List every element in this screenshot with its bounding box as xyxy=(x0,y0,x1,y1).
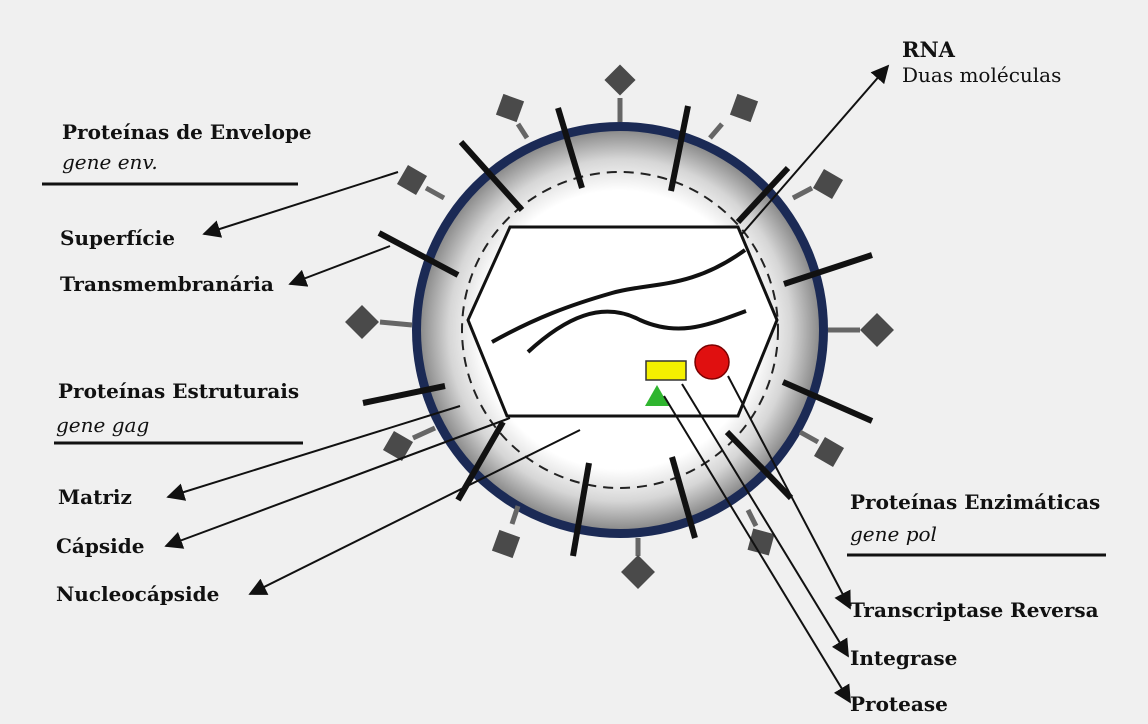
transcriptase-icon xyxy=(695,345,729,379)
integrase-icon xyxy=(646,361,686,380)
glycoprotein-icon xyxy=(345,305,412,339)
envelope-gene: gene env. xyxy=(62,150,158,174)
label-superficie: Superfície xyxy=(60,226,175,250)
glycoprotein-icon xyxy=(492,506,520,558)
glycoprotein-icon xyxy=(621,538,655,589)
glycoprotein-icon xyxy=(800,432,844,467)
label-transmembranaria: Transmembranária xyxy=(60,272,274,296)
structural-heading: Proteínas Estruturais xyxy=(58,379,299,403)
rna-subtitle: Duas moléculas xyxy=(902,63,1061,87)
glycoprotein-icon xyxy=(397,165,444,198)
label-protease: Protease xyxy=(850,692,948,716)
structural-gene: gene gag xyxy=(56,413,149,437)
rna-title: RNA xyxy=(902,38,955,62)
glycoprotein-icon xyxy=(710,94,758,138)
label-transcriptase-reversa: Transcriptase Reversa xyxy=(850,598,1099,622)
envelope-heading: Proteínas de Envelope xyxy=(62,120,312,144)
glycoprotein-icon xyxy=(496,94,527,138)
enzymatic-heading: Proteínas Enzimáticas xyxy=(850,490,1100,514)
glycoprotein-icon xyxy=(793,169,843,199)
glycoprotein-icon xyxy=(828,313,894,347)
enzymatic-gene: gene pol xyxy=(850,522,937,546)
glycoprotein-icon xyxy=(748,510,775,555)
label-capside: Cápside xyxy=(56,534,144,558)
capsid-hexagon xyxy=(468,227,777,416)
label-integrase: Integrase xyxy=(850,646,957,670)
label-nucleocapside: Nucleocápside xyxy=(56,582,219,606)
label-matriz: Matriz xyxy=(58,485,132,509)
glycoprotein-icon xyxy=(604,64,635,122)
